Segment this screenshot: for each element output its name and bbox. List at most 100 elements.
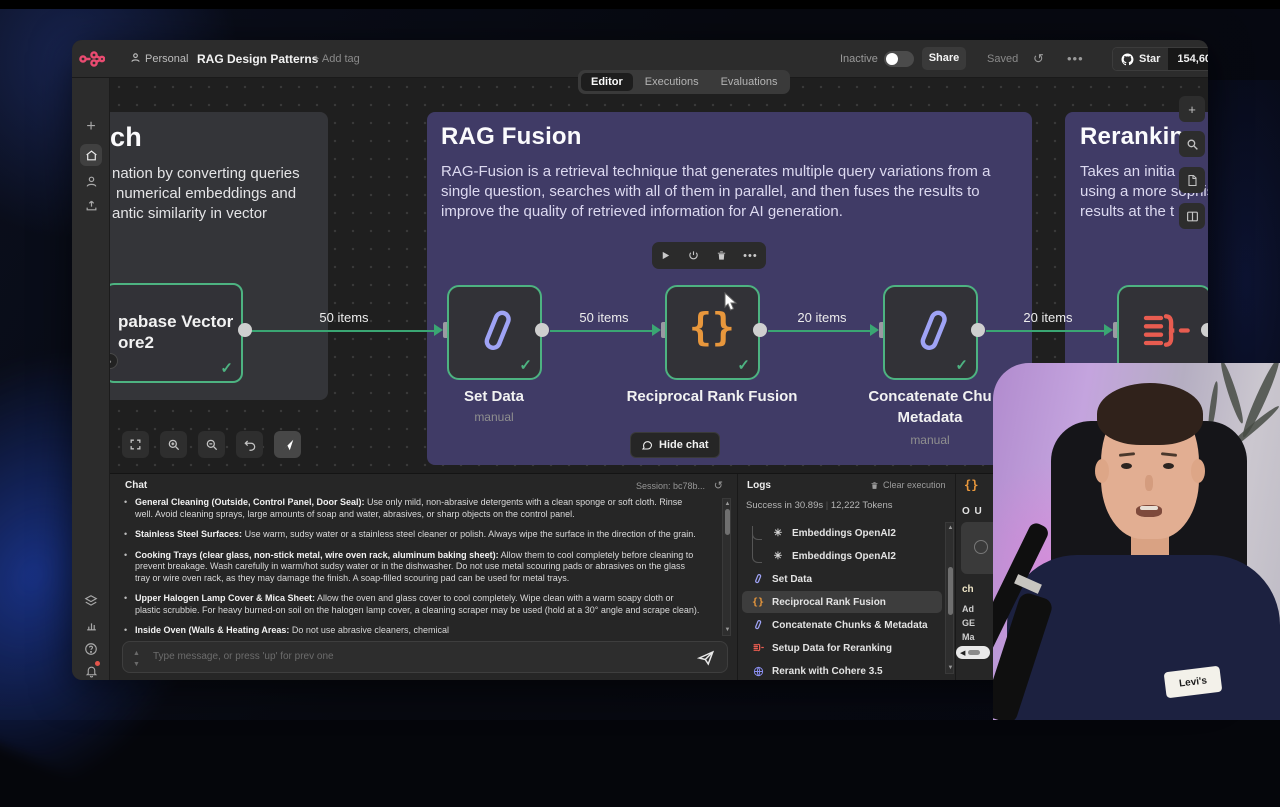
- cursor-pointer-icon: [718, 291, 738, 315]
- node-concatenate-chunks[interactable]: ✓: [883, 285, 978, 380]
- logs-scrollbar[interactable]: ▲ ▼: [945, 522, 954, 674]
- output-connector[interactable]: [238, 323, 252, 337]
- person-eye: [1121, 463, 1132, 469]
- add-tag-button[interactable]: + Add tag: [313, 53, 360, 65]
- file-icon[interactable]: [1179, 167, 1205, 193]
- tidy-up-icon[interactable]: [274, 431, 301, 458]
- output-connector[interactable]: [971, 323, 985, 337]
- logs-panel: Logs Clear execution Success in 30.89s |…: [738, 474, 955, 680]
- workflow-title[interactable]: RAG Design Patterns: [197, 52, 318, 66]
- input-arrow: [870, 324, 879, 336]
- user-icon[interactable]: [80, 170, 102, 192]
- person-hair: [1097, 383, 1203, 445]
- edge: [250, 330, 434, 332]
- scroll-down-icon[interactable]: ▼: [723, 626, 732, 634]
- log-item-embeddings[interactable]: ✳ Embeddings OpenAI2: [742, 522, 942, 544]
- execution-time: Success in 30.89s: [746, 500, 823, 511]
- chat-message: General Cleaning (Outside, Control Panel…: [122, 497, 700, 520]
- insights-icon[interactable]: [80, 614, 102, 636]
- trash-icon: [870, 481, 879, 490]
- log-item-rrf[interactable]: {} Reciprocal Rank Fusion: [742, 591, 942, 613]
- log-item-setup-reranking[interactable]: Setup Data for Reranking: [742, 637, 942, 659]
- trash-icon[interactable]: [716, 250, 727, 261]
- collapse-left-icon: ◀: [960, 649, 965, 657]
- output-key: GE: [962, 618, 975, 628]
- scrollbar-thumb[interactable]: [948, 567, 953, 615]
- add-workflow-icon[interactable]: +: [80, 116, 102, 138]
- next-message-icon[interactable]: ▼: [133, 661, 140, 668]
- undo-icon[interactable]: [236, 431, 263, 458]
- chat-message: Upper Halogen Lamp Cover & Mica Sheet: A…: [122, 593, 700, 616]
- node-reciprocal-rank-fusion[interactable]: {} ✓: [665, 285, 760, 380]
- tab-executions[interactable]: Executions: [635, 73, 709, 91]
- zoom-in-icon[interactable]: [160, 431, 187, 458]
- logs-panel-title: Logs: [747, 480, 771, 491]
- output-connector[interactable]: [1201, 323, 1208, 337]
- n8n-logo-icon[interactable]: [79, 49, 105, 69]
- templates-icon[interactable]: [80, 590, 102, 612]
- chat-scrollbar[interactable]: ▲ ▼: [722, 498, 731, 636]
- pencil-icon: [752, 619, 764, 631]
- edge-item-count: 50 items: [579, 310, 628, 325]
- log-item-set-data[interactable]: Set Data: [742, 568, 942, 590]
- chat-panel: Chat Session: bc78b... ↺ General Cleanin…: [110, 474, 738, 680]
- sticky-body-line: antic similarity in vector: [112, 204, 322, 224]
- output-key: Ma: [962, 632, 975, 642]
- token-count: 12,222 Tokens: [831, 500, 893, 511]
- fit-view-icon[interactable]: [122, 431, 149, 458]
- chat-session-id: Session: bc78b...: [636, 481, 705, 491]
- play-icon[interactable]: [660, 250, 671, 261]
- left-sidebar: + AA: [72, 78, 110, 680]
- chat-bubble-icon: [641, 439, 653, 451]
- node-sublabel: manual: [404, 410, 584, 424]
- node-set-data[interactable]: ✓: [447, 285, 542, 380]
- zoom-out-icon[interactable]: [198, 431, 225, 458]
- bell-icon[interactable]: [80, 660, 102, 680]
- node-supabase-vector-store[interactable]: pabase Vector ore2 ✓ ›: [110, 283, 243, 383]
- scroll-down-icon[interactable]: ▼: [946, 664, 955, 672]
- scrollbar-thumb[interactable]: [725, 509, 730, 535]
- prev-message-icon[interactable]: ▲: [133, 650, 140, 657]
- github-star-widget[interactable]: Star 154,609: [1112, 47, 1208, 71]
- search-icon[interactable]: [1179, 131, 1205, 157]
- sticky-body-line: numerical embeddings and: [116, 184, 326, 204]
- scroll-up-icon[interactable]: ▲: [723, 500, 732, 508]
- person-eye: [1163, 463, 1174, 469]
- session-refresh-icon[interactable]: ↺: [714, 479, 723, 492]
- hide-chat-button[interactable]: Hide chat: [630, 432, 720, 458]
- power-icon[interactable]: [688, 250, 699, 261]
- output-heading: O U: [962, 506, 983, 517]
- log-item-embeddings[interactable]: ✳ Embeddings OpenAI2: [742, 545, 942, 567]
- send-icon[interactable]: [697, 649, 715, 667]
- chat-messages[interactable]: General Cleaning (Outside, Control Panel…: [122, 497, 714, 637]
- split-panel-icon[interactable]: [1179, 203, 1205, 229]
- collapse-panel-handle[interactable]: ◀: [956, 646, 990, 659]
- person-sweater: [1007, 555, 1280, 720]
- chat-input[interactable]: ▲ ▼ Type message, or press 'up' for prev…: [122, 641, 728, 673]
- openai-icon: ✳: [772, 528, 784, 539]
- more-icon[interactable]: •••: [743, 250, 758, 262]
- help-icon[interactable]: [80, 638, 102, 660]
- scroll-up-icon[interactable]: ▲: [946, 524, 955, 532]
- success-check-icon: ✓: [955, 356, 968, 374]
- active-toggle[interactable]: [884, 51, 914, 67]
- breadcrumb[interactable]: Personal: [145, 53, 188, 65]
- output-connector[interactable]: [753, 323, 767, 337]
- tab-evaluations[interactable]: Evaluations: [711, 73, 788, 91]
- chat-panel-title: Chat: [125, 480, 147, 491]
- expand-subnodes-icon[interactable]: ›: [110, 353, 118, 369]
- clear-execution-button[interactable]: Clear execution: [870, 480, 946, 490]
- log-item-concatenate[interactable]: Concatenate Chunks & Metadata: [742, 614, 942, 636]
- tab-editor[interactable]: Editor: [581, 73, 633, 91]
- share-button[interactable]: Share: [922, 47, 966, 70]
- history-icon[interactable]: ↺: [1033, 51, 1044, 67]
- add-node-icon[interactable]: +: [1179, 96, 1205, 122]
- log-item-rerank-cohere[interactable]: Rerank with Cohere 3.5: [742, 660, 942, 680]
- handle-grip: [968, 650, 980, 655]
- github-icon: [1121, 53, 1134, 66]
- upload-icon[interactable]: [80, 194, 102, 216]
- ellipsis-menu-icon[interactable]: •••: [1067, 51, 1084, 67]
- input-arrow: [1104, 324, 1113, 336]
- home-icon[interactable]: [80, 144, 102, 166]
- output-connector[interactable]: [535, 323, 549, 337]
